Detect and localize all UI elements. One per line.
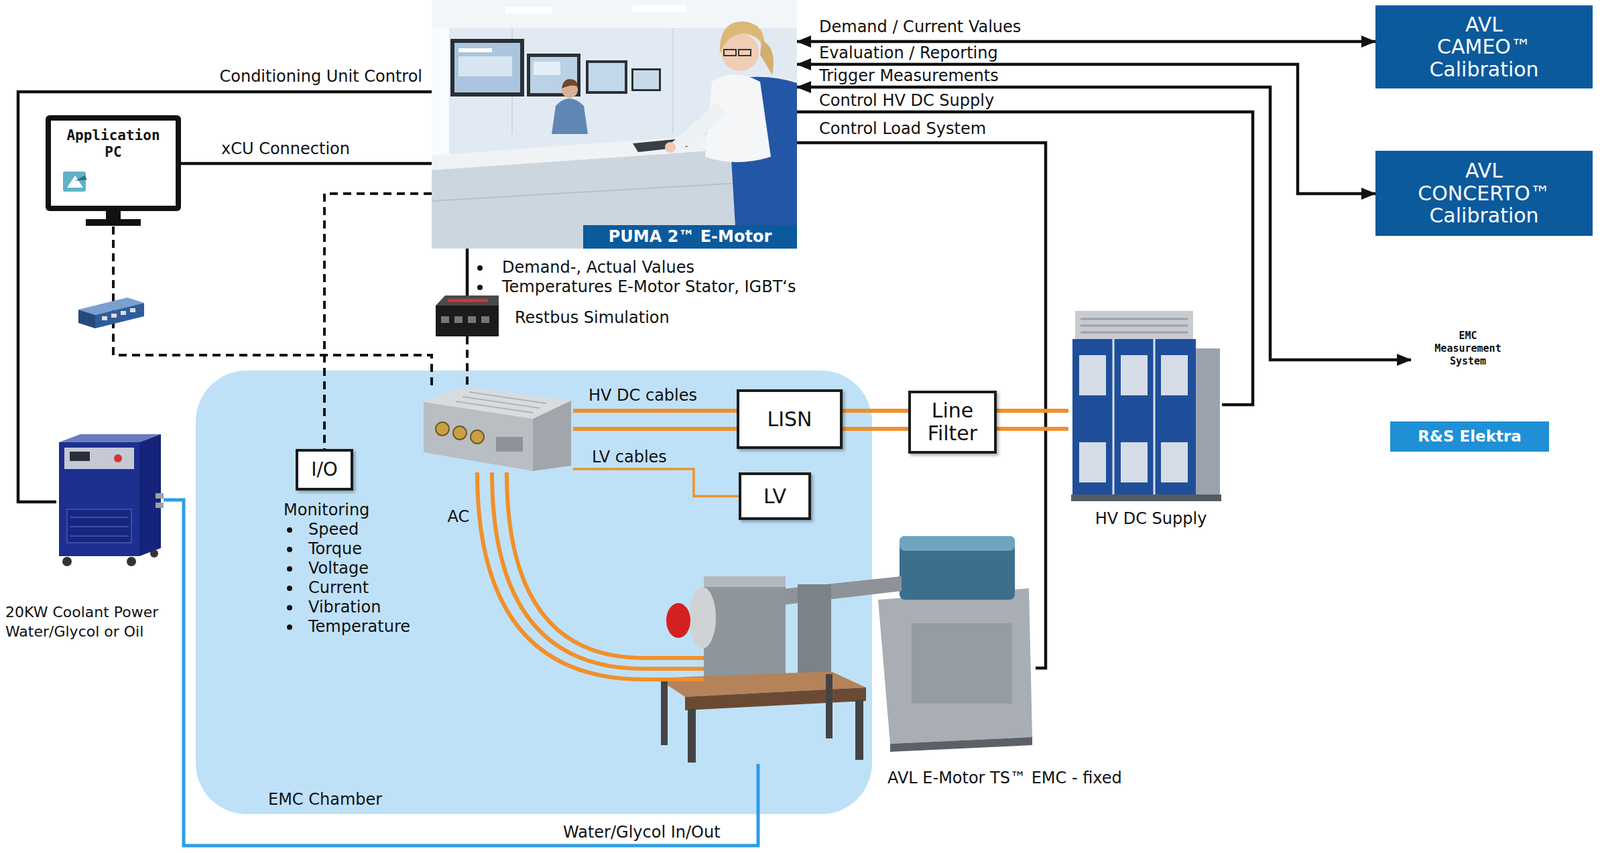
computer-node: Application PC	[45, 115, 181, 227]
dashed-link	[465, 336, 469, 386]
node-text: Line Filter	[927, 399, 978, 445]
chamber-fill	[195, 370, 873, 815]
control-line	[180, 162, 432, 166]
edge-label: Conditioning Unit Control	[219, 68, 423, 85]
motor-cable	[477, 472, 644, 680]
monitor-icon	[45, 115, 181, 226]
edge-label: Demand / Current Values	[819, 18, 1021, 35]
coolant-pipe	[163, 500, 759, 846]
label-text: Demand-, Actual Values	[502, 259, 695, 276]
process-box: LISN	[736, 389, 843, 450]
label-text: Temperature	[308, 618, 411, 635]
signal-arrow	[796, 87, 1411, 360]
edge-label: HV DC cables	[588, 387, 698, 404]
edge-label: Water/Glycol In/Out	[563, 824, 721, 841]
dashed-link	[113, 226, 432, 386]
node-text: AVL CONCERTO™ Calibration	[1417, 159, 1551, 228]
node-text: HV DC Supply	[1095, 510, 1208, 528]
hv-cable	[573, 410, 737, 429]
coolant-unit	[58, 434, 164, 567]
node-text: I/O	[311, 459, 338, 480]
edge-label: Evaluation / Reporting	[819, 44, 999, 61]
process-box: I/O	[295, 449, 354, 491]
process-box: Line Filter	[908, 390, 997, 454]
software-box: AVL CAMEO™ Calibration	[1375, 5, 1593, 89]
edge-label: xCU Connection	[221, 140, 350, 157]
computer-node: EMC Measurement SystemR&S Elektra	[1410, 316, 1525, 413]
label-text: Monitoring	[283, 502, 370, 519]
control-room-node: PUMA 2™ E-Motor	[431, 0, 797, 249]
edge-label: Control Load System	[819, 120, 987, 137]
process-box: LV	[738, 472, 812, 521]
node-text: AC	[447, 508, 470, 526]
power-supply-node: HV DC Supply	[1068, 311, 1222, 503]
bullet-dot	[286, 566, 293, 572]
power-cabinet	[1071, 311, 1222, 502]
bullet-dot	[286, 605, 293, 611]
software-box: AVL CONCERTO™ Calibration	[1375, 150, 1593, 236]
control-line	[18, 91, 432, 503]
interface-device	[78, 297, 145, 329]
test-stand-node: AVL E-Motor TS™ EMC - fixed	[643, 536, 1036, 765]
control-room-photo	[431, 0, 797, 249]
label-text: Speed	[308, 521, 359, 538]
inverter-unit	[423, 386, 572, 472]
node-text: Restbus Simulation	[514, 309, 670, 327]
test-stand	[643, 536, 1033, 763]
edge-label: Trigger Measurements	[819, 67, 999, 84]
chamber-region: EMC Chamber I/O AC LISN LV	[195, 370, 873, 815]
bullet-dot	[477, 265, 483, 271]
node-text: LV	[763, 485, 787, 509]
signal-arrow	[796, 64, 1376, 194]
label-text: Current	[308, 579, 369, 596]
edge-label: LV cables	[591, 449, 667, 466]
control-line	[796, 111, 1253, 405]
label-text: Torque	[308, 540, 362, 558]
node-text: EMC Measurement System	[1434, 329, 1501, 368]
edge-label: Control HV DC Supply	[819, 92, 995, 109]
hv-cable	[996, 410, 1069, 429]
node-text: EMC Chamber	[268, 790, 383, 809]
label-text: Temperatures E-Motor Stator, IGBT‘s	[502, 278, 796, 295]
node-text: AVL E-Motor TS™ EMC - fixed	[887, 769, 1123, 787]
signal-arrow	[796, 40, 1376, 44]
dashed-link	[324, 193, 432, 450]
bullet-dot	[286, 546, 293, 553]
bullet-dot	[286, 527, 293, 533]
node-text: LISN	[766, 408, 812, 432]
node-text: PUMA 2™ E-Motor	[583, 225, 797, 249]
bullet-dot	[477, 284, 483, 291]
label-text: Voltage	[308, 560, 369, 577]
node-text: R&S Elektra	[1390, 421, 1550, 452]
inverter-node: AC	[418, 385, 574, 473]
bullet-dot	[286, 624, 293, 631]
node-text: AVL CAMEO™ Calibration	[1429, 13, 1539, 82]
bullet-dot	[286, 585, 293, 592]
node-text: Application PC	[66, 127, 160, 161]
restbus-node: Restbus Simulation	[435, 295, 499, 337]
label-text: Vibration	[308, 599, 381, 616]
hv-cable	[842, 410, 909, 429]
lv-cable	[573, 469, 739, 497]
signal-line	[465, 248, 470, 296]
node-text: 20KW Coolant Power Water/Glycol or Oil	[5, 603, 179, 642]
coolant-node: 20KW Coolant Power Water/Glycol or Oil	[56, 431, 164, 568]
restbus-device	[435, 295, 499, 337]
